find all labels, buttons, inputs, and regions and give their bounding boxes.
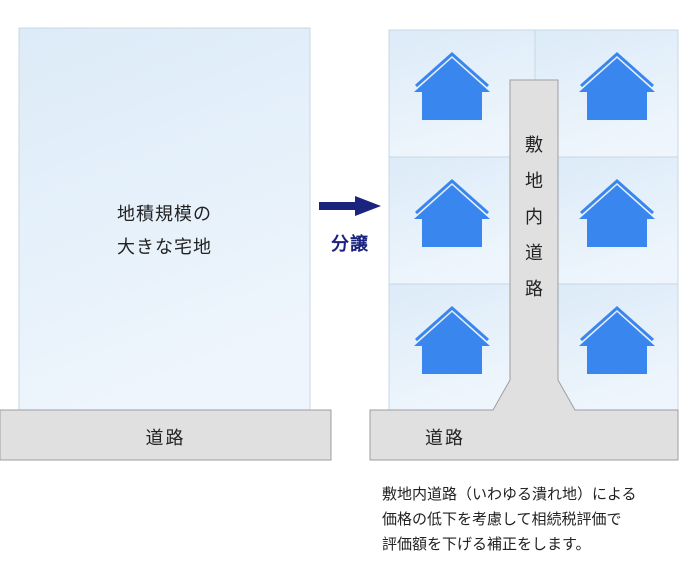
large-lot-label-line1: 地積規模の — [117, 204, 212, 225]
large-lot — [18, 27, 311, 411]
private-road-label: 敷 地 内 道 路 — [510, 128, 558, 308]
large-lot-label: 地積規模の 大きな宅地 — [19, 198, 310, 264]
private-road-char: 地 — [525, 171, 543, 192]
house-icon — [579, 51, 655, 120]
private-road-char: 路 — [525, 279, 543, 300]
house-icon — [579, 305, 655, 374]
note-line3: 評価額を下げる補正をします。 — [382, 535, 591, 553]
private-road-char: 道 — [525, 243, 543, 264]
house-icon — [414, 51, 490, 120]
private-road-char: 敷 — [525, 135, 543, 156]
large-lot-label-line2: 大きな宅地 — [117, 237, 212, 258]
arrow-icon — [319, 196, 381, 216]
road-right-label: 道路 — [425, 428, 465, 449]
road-left-label: 道路 — [145, 428, 186, 449]
explanation-note: 敷地内道路（いわゆる潰れ地）による 価格の低下を考慮して相続税評価で 評価額を下… — [382, 482, 637, 557]
house-icon — [579, 178, 655, 247]
house-icon — [414, 178, 490, 247]
house-icon — [414, 305, 490, 374]
note-line2: 価格の低下を考慮して相続税評価で — [382, 510, 622, 528]
private-road-char: 内 — [525, 207, 543, 228]
note-line1: 敷地内道路（いわゆる潰れ地）による — [382, 485, 637, 503]
road-with-private-road — [369, 79, 679, 461]
road-left — [0, 409, 332, 461]
subdivision-label: 分譲 — [331, 234, 369, 255]
